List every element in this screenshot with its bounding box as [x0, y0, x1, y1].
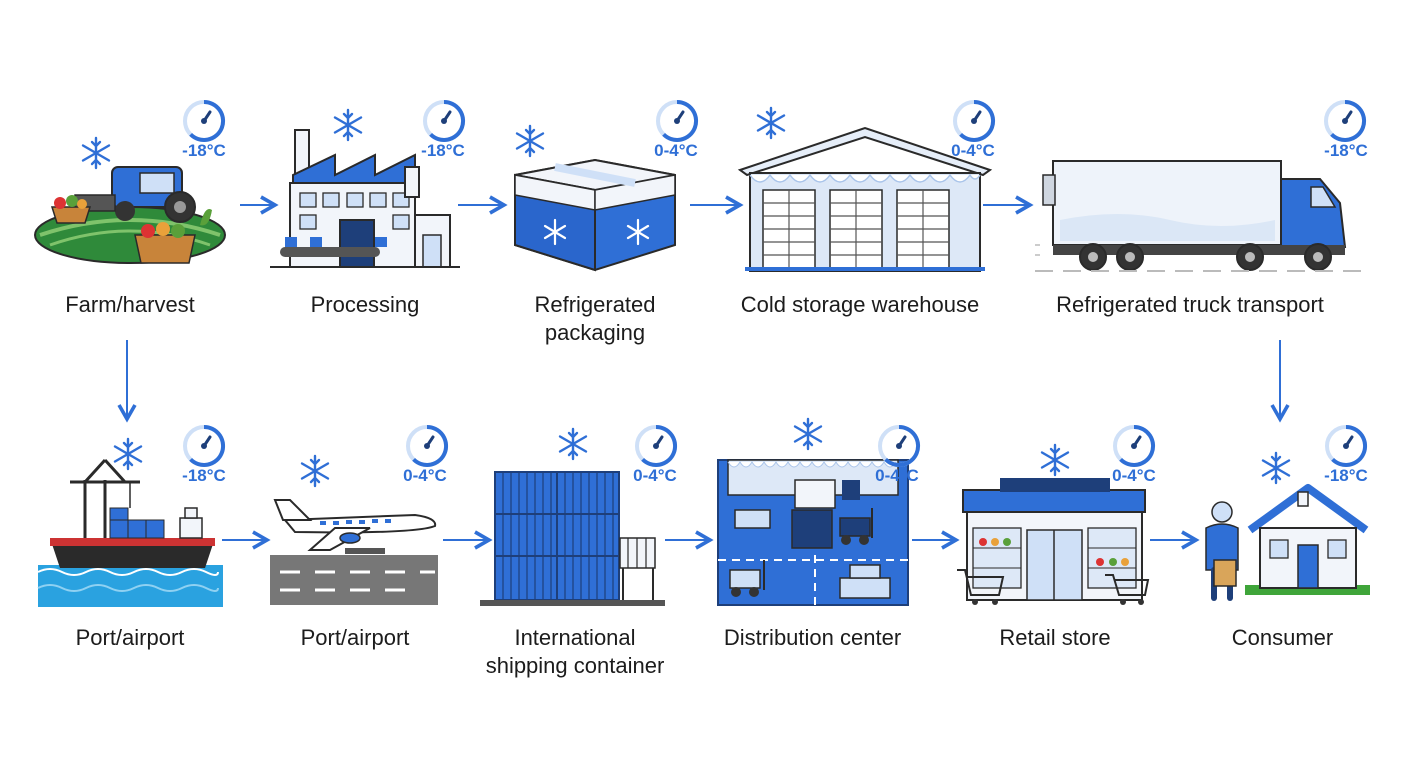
- temperature-label: 0-4°C: [951, 141, 995, 160]
- stage-consumer: -18°C Consumer: [1190, 420, 1385, 660]
- temperature-label: 0-4°C: [403, 466, 447, 485]
- thermometer-gauge-icon: [180, 422, 228, 470]
- thermometer-gauge-icon: [653, 97, 701, 145]
- snowflake-icon: [555, 426, 591, 467]
- snowflake-icon: [512, 123, 548, 164]
- consumer-home-illustration: [1205, 484, 1370, 601]
- farm-illustration: [34, 166, 226, 264]
- temperature-label: -18°C: [182, 466, 226, 485]
- snowflake-icon: [297, 453, 333, 494]
- temperature-label: -18°C: [421, 141, 465, 160]
- thermometer-gauge-icon: [420, 97, 468, 145]
- stage-label: International shipping container: [485, 625, 665, 678]
- temperature-label: 0-4°C: [1112, 466, 1156, 485]
- stage-label: Refrigerated packaging: [534, 292, 656, 345]
- stage-label: Processing: [310, 292, 420, 317]
- thermometer-gauge-icon: [1322, 422, 1370, 470]
- snowflake-icon: [1037, 442, 1073, 483]
- stage-port-airport-ship: -18°C Port/airport: [30, 420, 230, 660]
- snowflake-icon: [78, 135, 114, 176]
- stage-refrigerated-packaging: 0-4°C Refrigerated packaging: [495, 95, 699, 355]
- temperature-label: 0-4°C: [654, 141, 698, 160]
- snowflake-icon: [753, 105, 789, 146]
- snowflake-icon: [110, 436, 146, 477]
- factory-illustration: [270, 129, 460, 268]
- temperature-label: 0-4°C: [633, 466, 677, 485]
- airplane-illustration: [270, 499, 438, 605]
- stage-label: Distribution center: [723, 625, 902, 650]
- stage-distribution-center: 0-4°C Distribution center: [710, 410, 921, 680]
- stage-label: Consumer: [1231, 625, 1334, 650]
- thermometer-gauge-icon: [632, 422, 680, 470]
- stage-processing: -18°C Processing: [265, 95, 468, 335]
- thermometer-gauge-icon: [950, 97, 998, 145]
- retail-store-illustration: [957, 478, 1150, 605]
- snowflake-icon: [330, 107, 366, 148]
- stage-label: Retail store: [999, 625, 1111, 650]
- thermometer-gauge-icon: [875, 422, 923, 470]
- warehouse-illustration: [737, 126, 993, 272]
- shipping-container-illustration: [480, 471, 665, 606]
- temperature-label: -18°C: [1324, 466, 1368, 485]
- packaging-box-illustration: [514, 158, 676, 272]
- temperature-label: -18°C: [1324, 141, 1368, 160]
- distribution-center-illustration: [717, 459, 909, 606]
- snowflake-icon: [1258, 450, 1294, 491]
- temperature-label: -18°C: [182, 141, 226, 160]
- stage-label: Cold storage warehouse: [740, 292, 980, 317]
- thermometer-gauge-icon: [403, 422, 451, 470]
- stage-retail-store: 0-4°C Retail store: [955, 420, 1158, 660]
- stage-port-airport-plane: 0-4°C Port/airport: [255, 420, 455, 660]
- cargo-ship-illustration: [37, 458, 223, 607]
- stage-label: Refrigerated truck transport: [1056, 292, 1324, 317]
- thermometer-gauge-icon: [1110, 422, 1158, 470]
- temperature-label: 0-4°C: [875, 466, 919, 485]
- thermometer-gauge-icon: [1321, 97, 1369, 145]
- stage-farm-harvest: -18°C Farm/harvest: [30, 95, 230, 335]
- stage-international-shipping-container: 0-4°C International shipping container: [475, 420, 678, 690]
- stage-label: Port/airport: [75, 625, 185, 650]
- stage-cold-storage-warehouse: 0-4°C Cold storage warehouse: [725, 95, 1005, 335]
- stage-label: Port/airport: [300, 625, 410, 650]
- truck-illustration: [1035, 160, 1365, 272]
- thermometer-gauge-icon: [180, 97, 228, 145]
- snowflake-icon: [790, 416, 826, 457]
- stage-refrigerated-truck-transport: -18°C Refrigerated truck transport: [1035, 95, 1375, 335]
- stage-label: Farm/harvest: [65, 292, 195, 317]
